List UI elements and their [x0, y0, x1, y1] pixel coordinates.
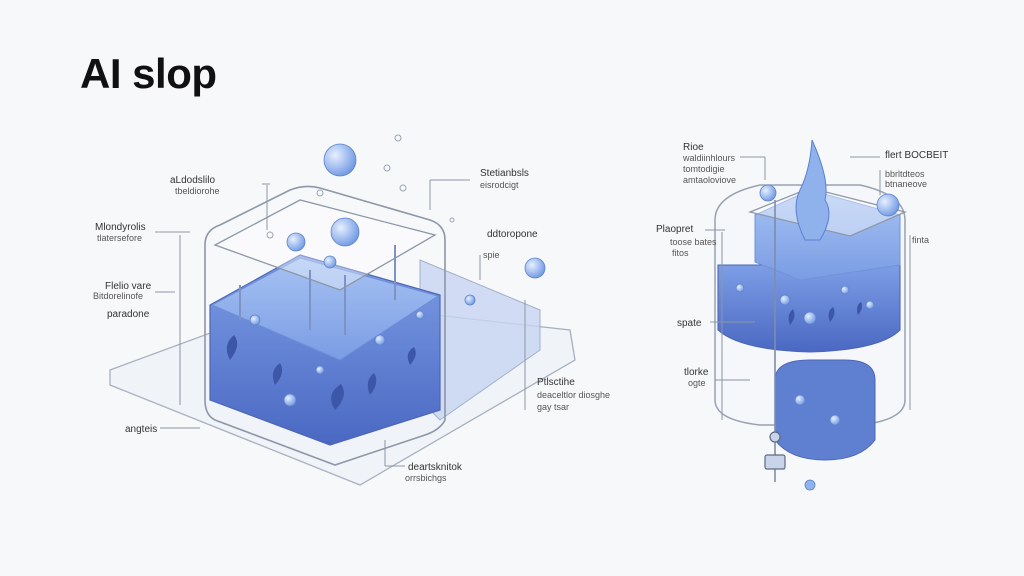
right-valve [764, 431, 786, 482]
left-label-5: angteis [125, 424, 157, 435]
right-label-6: spate [677, 318, 702, 329]
right-label-4-title: Plaopret [656, 224, 693, 235]
right-plants [788, 302, 862, 325]
left-label-3-sub: Bitdorelinofe [93, 291, 143, 301]
left-label-2-sub: tlatersefore [97, 233, 142, 243]
left-label-7-sub: spie [483, 250, 500, 260]
left-label-3-title: Flelio vare [105, 281, 152, 292]
left-leader-lines [155, 179, 526, 467]
right-label-2: tomtodigie [683, 164, 725, 174]
left-label-9: gay tsar [537, 402, 569, 412]
left-aquarium [109, 134, 576, 486]
left-label-2-title: Mlondyrolis [95, 222, 146, 233]
right-label-4-sub: toose bates [670, 237, 717, 247]
right-labels: Rioe waldiinhlours tomtodigie amtaolovio… [656, 142, 948, 388]
right-label-8: flert BOCBEIT [885, 150, 948, 161]
left-label-8-sub: deaceltlor diosghe [537, 390, 610, 400]
right-label-11: finta [912, 235, 929, 245]
left-small-bubbles [266, 134, 455, 239]
right-bubbles [735, 184, 900, 426]
left-label-8-title: Ptlsctihe [537, 377, 575, 388]
left-labels: aLdodslilo tbeldiorohe Mlondyrolis tlate… [93, 168, 610, 483]
left-label-6-title: Stetianbsls [480, 168, 529, 179]
right-label-1-sub: waldiinhlours [682, 153, 736, 163]
left-label-10-sub: orrsbichgs [405, 473, 447, 483]
right-small-valve [804, 479, 816, 491]
right-label-9: bbrltdteos [885, 169, 925, 179]
left-label-10-title: deartsknitok [408, 462, 463, 473]
left-bubbles [249, 143, 546, 407]
left-label-1-title: aLdodslilo [170, 175, 215, 186]
left-glass-box [204, 185, 446, 466]
right-label-5: fitos [672, 248, 689, 258]
right-water-spout [795, 139, 830, 241]
right-label-7-sub: ogte [688, 378, 706, 388]
left-label-7-title: ddtoropone [487, 229, 538, 240]
right-leader-lines [705, 156, 911, 420]
page-title: AI slop [80, 50, 217, 97]
left-label-6-sub: eisrodcigt [480, 180, 519, 190]
left-plants [226, 335, 416, 410]
right-middle-water [717, 264, 901, 353]
right-label-10: btnaneove [885, 179, 927, 189]
left-columns [239, 245, 396, 335]
left-water-surface [210, 257, 440, 361]
right-aquarium [714, 139, 908, 491]
right-label-3: amtaoloviove [683, 175, 736, 185]
right-label-7-title: tlorke [684, 367, 709, 378]
left-label-4: paradone [107, 309, 150, 320]
right-bottom-basin [774, 359, 876, 461]
left-label-1-sub: tbeldiorohe [175, 186, 220, 196]
left-glass-lid [213, 199, 437, 291]
right-label-1-title: Rioe [683, 142, 704, 153]
